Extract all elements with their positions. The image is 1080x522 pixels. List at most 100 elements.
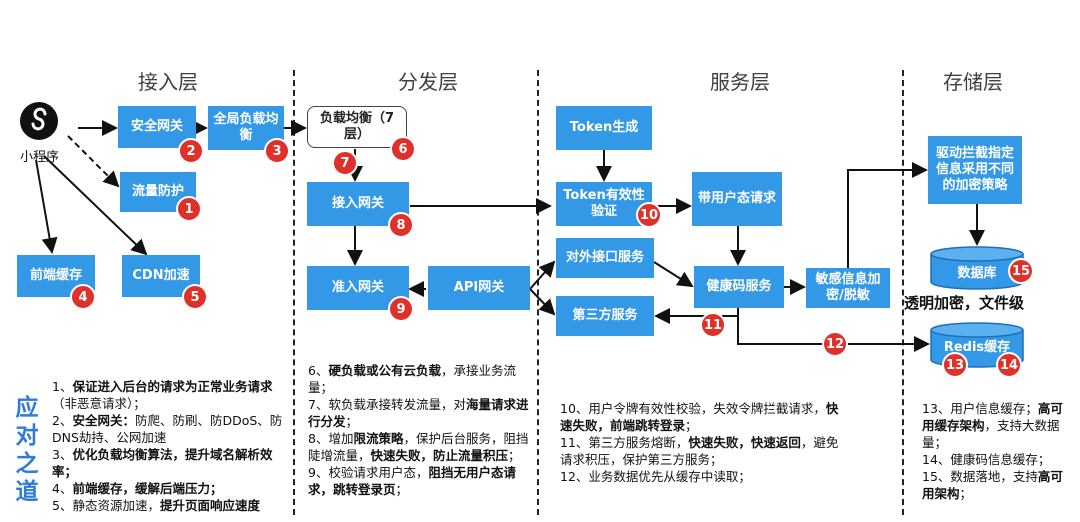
notes-service: 10、用户令牌有效性校验，失效令牌拦截请求，快速失败，前端跳转登录；11、第三方… [560, 400, 844, 485]
note-text: ，承接业务流量； [308, 363, 516, 395]
badge-14: 14 [996, 352, 1022, 378]
note-item: 14、健康码信息缓存； [922, 451, 1072, 468]
note-text: 前端缓存，缓解后端压力； [72, 481, 223, 496]
badge-7: 7 [332, 150, 358, 176]
note-text: 阻挡无用户态请求，跳转登录页 [308, 465, 516, 497]
note-item: 12、业务数据优先从缓存中读取； [560, 468, 844, 485]
note-text: 1、 [52, 379, 73, 394]
driver-intercept-box[interactable]: 驱动拦截指定信息采用不同的加密策略 [928, 136, 1022, 204]
note-text: 13、用户信息缓存； [922, 401, 1038, 416]
badge-13: 13 [942, 352, 968, 378]
note-text: 2、 [52, 413, 73, 428]
note-text: 8、增加 [308, 431, 354, 446]
badge-5: 5 [182, 284, 208, 310]
badge-8: 8 [388, 212, 414, 238]
note-text: 4、 [52, 481, 73, 496]
layer-title-dispatch: 分发层 [398, 70, 458, 94]
note-text: ； [508, 448, 521, 463]
badge-3: 3 [264, 138, 290, 164]
side-label: 应 对 之 道 [12, 394, 42, 506]
note-text: 3、 [52, 447, 73, 462]
transparent-enc-label: 透明加密，文件级 [904, 294, 1025, 312]
flow-protect-box[interactable]: 流量防护 [120, 172, 196, 212]
note-item: 10、用户令牌有效性校验，失效令牌拦截请求，快速失败，前端跳转登录； [560, 400, 844, 434]
divider-3 [902, 70, 904, 515]
note-text: （非恶意请求）； [52, 396, 146, 411]
note-item: 7、软负载承接转发流量，对海量请求进行分发； [308, 396, 532, 430]
desensitize-box[interactable]: 敏感信息加密/脱敏 [806, 268, 890, 308]
badge-4: 4 [70, 284, 96, 310]
note-text: ，避免请求积压，保护第三方服务； [560, 435, 839, 467]
note-text: ，保护后台服务，阻挡陡增流量， [308, 431, 529, 463]
note-text: 7、软负载承接转发流量，对 [308, 397, 466, 412]
note-text: 9、校验请求用户态， [308, 465, 429, 480]
token-gen-box[interactable]: Token生成 [556, 106, 652, 150]
note-item: 6、硬负载或公有云负载，承接业务流量； [308, 362, 532, 396]
note-text: 海量请求进行分发 [308, 397, 529, 429]
note-text: 14、健康码信息缓存； [922, 452, 1051, 467]
note-text: ； [395, 482, 409, 497]
badge-15: 15 [1008, 258, 1034, 284]
note-item: 4、前端缓存，缓解后端压力； [52, 480, 284, 497]
note-text: 提升页面响应速度 [159, 498, 260, 513]
redis-label: Redis缓存 [943, 340, 1011, 355]
note-text: 6、 [308, 363, 329, 378]
database-cylinder[interactable]: 数据库 [930, 246, 1024, 290]
note-text: 5、静态资源加速， [52, 498, 160, 513]
badge-6: 6 [390, 136, 416, 162]
note-item: 3、优化负载均衡算法，提升域名解析效率； [52, 446, 284, 480]
third-party-box[interactable]: 第三方服务 [556, 296, 654, 336]
database-label: 数据库 [957, 266, 997, 281]
side-char: 应 [15, 395, 39, 421]
side-char: 道 [15, 479, 39, 505]
notes-dispatch: 6、硬负载或公有云负载，承接业务流量；7、软负载承接转发流量，对海量请求进行分发… [308, 362, 532, 498]
note-item: 11、第三方服务熔断，快速失败，快速返回，避免请求积压，保护第三方服务； [560, 434, 844, 468]
divider-2 [537, 70, 539, 515]
badge-10: 10 [636, 202, 662, 228]
note-item: 9、校验请求用户态，阻挡无用户态请求，跳转登录页； [308, 464, 532, 498]
layer-title-access: 接入层 [138, 70, 198, 94]
note-text: 防爬、防刷、防DDoS、防DNS劫持、公网加速 [52, 413, 283, 445]
external-api-box[interactable]: 对外接口服务 [556, 238, 654, 278]
note-text: ； [959, 486, 973, 501]
badge-2: 2 [178, 138, 204, 164]
health-code-box[interactable]: 健康码服务 [694, 266, 784, 308]
mini-program-icon[interactable] [20, 102, 58, 140]
note-text: 高可用缓存架构 [922, 401, 1063, 433]
note-text: 10、用户令牌有效性校验，失效令牌拦截请求， [560, 401, 826, 416]
front-cache-box[interactable]: 前端缓存 [17, 255, 95, 297]
note-text: 快速失败，前端跳转登录 [560, 401, 839, 433]
layer-title-storage: 存储层 [943, 70, 1003, 94]
note-item: 15、数据落地，支持高可用架构； [922, 468, 1072, 502]
note-text: 高可用架构 [922, 469, 1063, 501]
note-text: 优化负载均衡算法，提升域名解析效率； [52, 447, 273, 479]
note-text: 12、业务数据优先从缓存中读取； [560, 469, 751, 484]
note-item: 1、保证进入后台的请求为正常业务请求 （非恶意请求）； [52, 378, 284, 412]
with-token-box[interactable]: 带用户态请求 [692, 172, 782, 226]
note-text: ； [345, 414, 359, 429]
lb7-box[interactable]: 负载均衡（7层） [307, 106, 407, 148]
note-text: 15、数据落地，支持 [922, 469, 1038, 484]
badge-12: 12 [822, 331, 848, 357]
divider-1 [293, 70, 295, 515]
side-char: 之 [15, 451, 39, 477]
badge-9: 9 [388, 296, 414, 322]
cdn-box[interactable]: CDN加速 [122, 255, 200, 297]
badge-11: 11 [700, 312, 726, 338]
layer-title-service: 服务层 [710, 70, 770, 94]
badge-1: 1 [176, 196, 202, 222]
note-text: 11、第三方服务熔断， [560, 435, 689, 450]
notes-access: 1、保证进入后台的请求为正常业务请求 （非恶意请求）； 2、安全网关：防爬、防刷、防… [52, 378, 284, 514]
api-gateway-box[interactable]: API网关 [428, 266, 530, 310]
note-item: 8、增加限流策略，保护后台服务，阻挡陡增流量，快速失败，防止流量积压； [308, 430, 532, 464]
note-text: ，支持大数据量； [922, 418, 1060, 450]
note-text: 安全网关： [72, 413, 135, 428]
mini-program-label: 小程序 [20, 150, 60, 165]
note-text: 快速失败，快速返回 [688, 435, 801, 450]
note-item: 5、静态资源加速，提升页面响应速度 [52, 497, 284, 514]
note-text: 限流策略 [353, 431, 404, 446]
note-text: 保证进入后台的请求为正常业务请求 [72, 379, 273, 394]
note-text: 快速失败，防止流量积压 [370, 448, 509, 463]
